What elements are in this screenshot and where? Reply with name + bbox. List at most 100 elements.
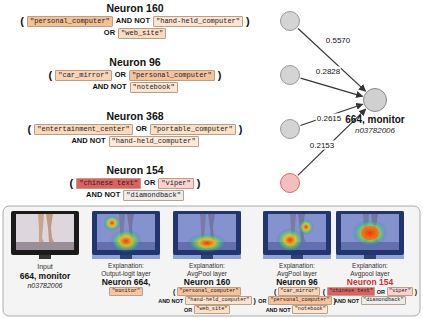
- heatmap-image: [336, 211, 404, 259]
- neuron-circle: Neuron 154("chinese text"OR"viper")AND N…: [280, 173, 300, 193]
- concept-chip: "chinese text": [327, 287, 376, 296]
- text-row: AND NOT"diamondback": [4, 189, 266, 201]
- caption: Input: [37, 262, 53, 271]
- text-row: Neuron 160: [4, 2, 266, 15]
- logic-operator: OR: [115, 69, 126, 81]
- logic-operator: AND NOT: [71, 135, 105, 147]
- caption-row: ("chinese text"OR"viper"): [320, 287, 420, 296]
- caption-row: "monitor": [76, 287, 176, 296]
- concept-chip: "hand-held_computer": [185, 296, 252, 305]
- text-row: ("personal_computer"AND NOT"hand-held_co…: [4, 15, 266, 27]
- weight-arrow: [298, 28, 365, 91]
- concept-chip: "hand-held_computer": [153, 16, 243, 27]
- parenthesis: (: [20, 15, 24, 27]
- input-image: [11, 211, 79, 259]
- parenthesis: ): [239, 123, 243, 135]
- caption-row: n03782006: [0, 281, 95, 290]
- caption-title: Neuron 160: [184, 277, 230, 287]
- concept-chip: "portable_computer": [150, 124, 236, 135]
- caption-block: Explanation: Avgpool layerNeuron 154("ch…: [320, 262, 420, 305]
- layer-note: Explanation: Avgpool layer: [343, 262, 398, 277]
- concept-chip: "viper": [387, 287, 414, 296]
- caption-row: Explanation: Output-logit layer: [76, 262, 176, 277]
- concept-chip: "monitor": [109, 287, 142, 296]
- class-id: n03782006: [355, 126, 395, 136]
- logic-operator: OR: [258, 297, 266, 305]
- neuron-title: Neuron 160: [106, 2, 163, 15]
- logic-operator: OR: [377, 288, 385, 296]
- logic-operator: AND NOT: [116, 15, 150, 27]
- caption-row: AND NOT"hand-held_computer"): [157, 296, 257, 305]
- caption-title: Neuron 664,: [102, 277, 151, 287]
- logic-operator: OR: [104, 27, 115, 39]
- weight-arrow: [301, 78, 363, 96]
- concept-chip: "personal_computer": [27, 16, 113, 27]
- weight-label: 0.2828: [315, 67, 341, 76]
- caption-title: 664, monitor: [20, 271, 71, 281]
- text-row: OR"web_site": [4, 27, 266, 39]
- text-row: AND NOT "hand-held_computer": [4, 135, 266, 147]
- explanation-block: Neuron 160("personal_computer"AND NOT"ha…: [4, 2, 266, 39]
- text-row: 664, monitor: [330, 114, 420, 126]
- parenthesis: (: [274, 288, 276, 296]
- explanation-block: Neuron 96("car_mirror"OR"personal_comput…: [4, 56, 266, 93]
- concept-chip: "entertainment_center": [34, 124, 132, 135]
- text-row: ("car_mirror"OR"personal_computer"): [4, 69, 266, 81]
- caption-title: Neuron 96: [276, 277, 318, 287]
- logic-operator: AND NOT: [334, 297, 359, 305]
- parenthesis: ): [253, 297, 255, 305]
- caption-row: Explanation: AvgPool layer: [247, 262, 347, 277]
- caption-row: AND NOT"notebook": [247, 305, 347, 314]
- text-row: Neuron 154: [4, 164, 266, 177]
- caption-row: ("personal_computer": [157, 287, 257, 296]
- caption-row: Explanation: AvgPool layer: [157, 262, 257, 277]
- parenthesis: (: [173, 288, 175, 296]
- concept-chip: "personal_computer": [177, 287, 241, 296]
- text-row: ("chinese text"OR"viper"): [4, 177, 266, 189]
- concept-chip: "web_site": [118, 28, 166, 39]
- caption-row: Neuron 664,: [76, 277, 176, 287]
- logic-operator: AND NOT: [266, 306, 291, 314]
- parenthesis: (: [323, 288, 325, 296]
- concept-chip: "diamondback": [361, 296, 406, 305]
- caption-row: 664, monitor: [0, 271, 95, 281]
- caption-block: Input664, monitorn03782006: [0, 262, 95, 290]
- caption-row: Neuron 96: [247, 277, 347, 287]
- concept-chip: "notebook": [292, 305, 328, 314]
- weight-label: 0.2153: [309, 141, 335, 150]
- parenthesis: (: [28, 123, 32, 135]
- concept-chip: "car_mirror": [278, 287, 320, 296]
- weight-label: 0.5570: [325, 36, 351, 45]
- caption-block: Explanation: AvgPool layerNeuron 160("pe…: [157, 262, 257, 314]
- layer-note: Explanation: AvgPool layer: [270, 262, 325, 277]
- caption-row: OR"web_site": [157, 305, 257, 314]
- concept-chip: "diamondback": [123, 190, 184, 201]
- logic-operator: AND NOT: [92, 81, 126, 93]
- weight-label: 0.2615: [316, 114, 342, 123]
- caption-row: OR"personal_computer"): [247, 296, 347, 305]
- text-row: AND NOT"notebook": [4, 81, 266, 93]
- neuron-circle: Neuron 96("car_mirror"OR"personal_comput…: [280, 65, 300, 85]
- heatmap-image: [173, 211, 241, 259]
- caption-row: Input: [0, 262, 95, 271]
- caption-row: Neuron 160: [157, 277, 257, 287]
- concept-chip: "viper": [158, 178, 193, 189]
- explanation-block: Neuron 368("entertainment_center"OR"port…: [4, 110, 266, 147]
- caption-block: Explanation: Output-logit layerNeuron 66…: [76, 262, 176, 296]
- parenthesis: ): [415, 288, 417, 296]
- parenthesis: (: [70, 177, 74, 189]
- logic-operator: OR: [136, 123, 147, 135]
- heatmap-image: [263, 211, 331, 259]
- caption-row: Neuron 154: [320, 277, 420, 287]
- parenthesis: ): [218, 69, 222, 81]
- text-row: Neuron 96: [4, 56, 266, 69]
- parenthesis: ): [246, 15, 250, 27]
- logic-operator: OR: [184, 306, 192, 314]
- concept-chip: "car_mirror": [55, 70, 111, 81]
- concept-chip: "hand-held_computer": [109, 136, 199, 147]
- neuron-title: Neuron 96: [109, 56, 160, 69]
- caption-title: Neuron 154: [347, 277, 393, 287]
- parenthesis: ): [197, 177, 201, 189]
- heatmap-image: [92, 211, 160, 259]
- neuron-circle: Neuron 368("entertainment_center"OR"port…: [280, 119, 300, 139]
